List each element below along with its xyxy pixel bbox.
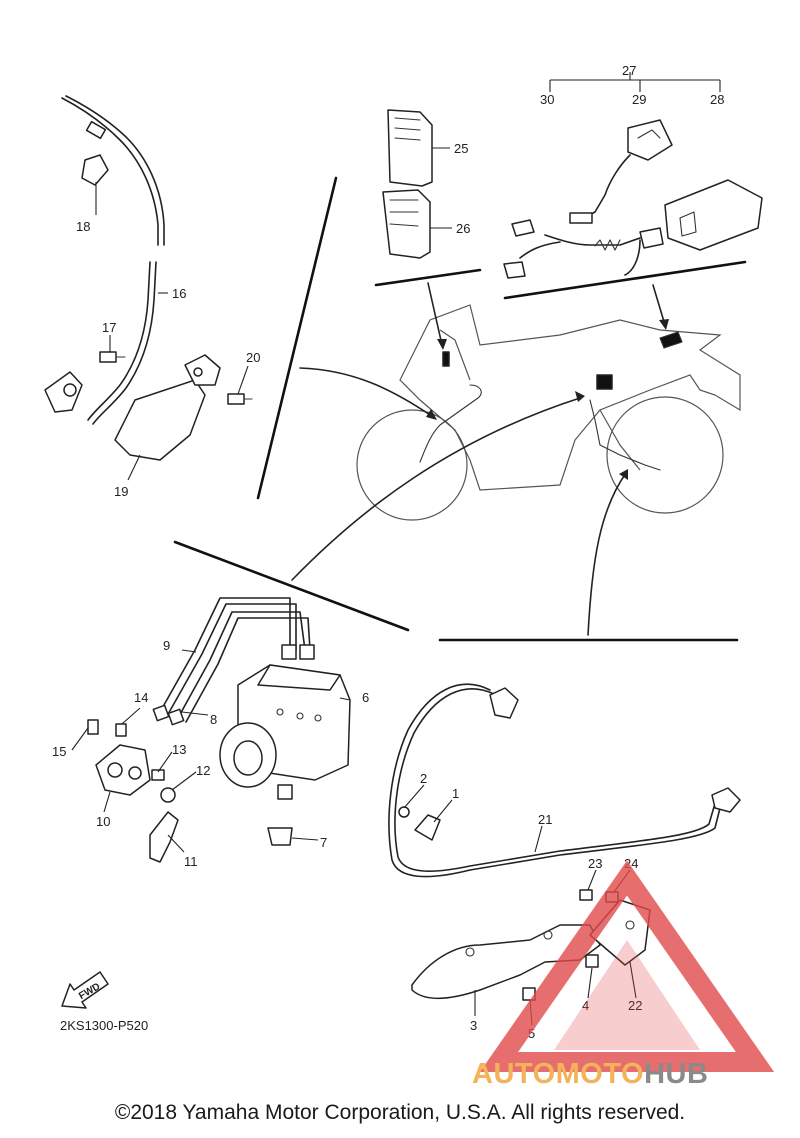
part-number-21: 21 bbox=[538, 812, 552, 827]
part-number-15: 15 bbox=[52, 744, 66, 759]
part-number-13: 13 bbox=[172, 742, 186, 757]
part-number-28: 28 bbox=[710, 92, 724, 107]
part-number-30: 30 bbox=[540, 92, 554, 107]
bike-ecu-block bbox=[596, 374, 613, 390]
part-number-6: 6 bbox=[362, 690, 369, 705]
part-number-4: 4 bbox=[582, 998, 589, 1013]
connector-group bbox=[382, 109, 433, 259]
part-numbers: 1 2 3 4 5 6 7 8 9 10 11 12 13 14 15 16 1… bbox=[52, 63, 724, 1041]
watermark-text: AUTOMOTOHUB bbox=[472, 1058, 792, 1091]
bike-rear-connector bbox=[659, 331, 683, 349]
part-number-25: 25 bbox=[454, 141, 468, 156]
part-number-18: 18 bbox=[76, 219, 90, 234]
diagram-code: 2KS1300-P520 bbox=[60, 1018, 148, 1033]
fwd-arrow: FWD bbox=[61, 971, 109, 1009]
front-sensor-group bbox=[44, 95, 253, 461]
motorcycle-silhouette bbox=[356, 304, 741, 521]
part-number-12: 12 bbox=[196, 763, 210, 778]
bike-harness-front bbox=[419, 384, 482, 463]
part-number-8: 8 bbox=[210, 712, 217, 727]
part-number-1: 1 bbox=[452, 786, 459, 801]
part-number-29: 29 bbox=[632, 92, 646, 107]
watermark-logo bbox=[479, 860, 775, 1072]
part-number-5: 5 bbox=[528, 1026, 535, 1041]
part-number-9: 9 bbox=[163, 638, 170, 653]
watermark-text-part2: HUB bbox=[644, 1058, 709, 1090]
part-number-23: 23 bbox=[588, 856, 602, 871]
part-number-2: 2 bbox=[420, 771, 427, 786]
part-number-10: 10 bbox=[96, 814, 110, 829]
leader-lines bbox=[71, 147, 637, 1026]
part-number-14: 14 bbox=[134, 690, 148, 705]
copyright-notice: ©2018 Yamaha Motor Corporation, U.S.A. A… bbox=[114, 1101, 686, 1124]
part-number-26: 26 bbox=[456, 221, 470, 236]
part-number-11: 11 bbox=[184, 854, 198, 869]
hydraulic-unit-group bbox=[87, 597, 351, 863]
wire-harness-group bbox=[503, 72, 763, 279]
fwd-label: FWD bbox=[77, 981, 102, 1002]
part-number-7: 7 bbox=[320, 835, 327, 850]
part-number-16: 16 bbox=[172, 286, 186, 301]
part-number-20: 20 bbox=[246, 350, 260, 365]
section-dividers bbox=[173, 176, 747, 642]
part-number-17: 17 bbox=[102, 320, 116, 335]
part-number-3: 3 bbox=[470, 1018, 477, 1033]
part-number-19: 19 bbox=[114, 484, 128, 499]
watermark-text-part1: AUTOMOTO bbox=[472, 1058, 645, 1090]
callout-arrows bbox=[291, 282, 669, 636]
part-number-22: 22 bbox=[628, 998, 642, 1013]
bike-connector-block bbox=[442, 351, 450, 367]
bike-harness-rear bbox=[589, 399, 661, 471]
part-number-27: 27 bbox=[622, 63, 636, 78]
